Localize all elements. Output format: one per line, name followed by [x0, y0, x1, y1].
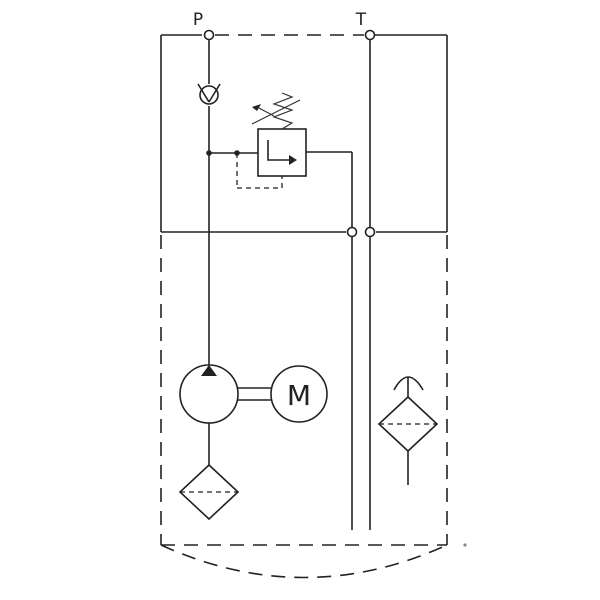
- return-filter-icon: [377, 376, 439, 485]
- port-p-label: P: [193, 10, 203, 30]
- relief-return-line: [306, 151, 358, 530]
- tank-return-connector[interactable]: [364, 226, 376, 238]
- suction-filter-icon: [178, 463, 240, 521]
- manifold-block: [160, 34, 448, 233]
- pressure-line: [203, 29, 215, 365]
- port-t-label: T: [355, 10, 367, 30]
- reservoir-tank: [160, 235, 467, 579]
- electric-motor-icon: M: [270, 365, 328, 423]
- check-valve-icon: [197, 83, 221, 105]
- tank-line: [364, 29, 376, 530]
- relief-valve-connection: [206, 150, 283, 189]
- hydraulic-pump-icon: [179, 364, 239, 465]
- pump-motor-coupling: [238, 387, 271, 401]
- motor-label: M: [287, 379, 311, 412]
- port-p-connector[interactable]: [203, 29, 215, 41]
- relief-return-connector[interactable]: [346, 226, 358, 238]
- pressure-relief-valve-icon: [251, 92, 307, 177]
- port-t-connector[interactable]: [364, 29, 376, 41]
